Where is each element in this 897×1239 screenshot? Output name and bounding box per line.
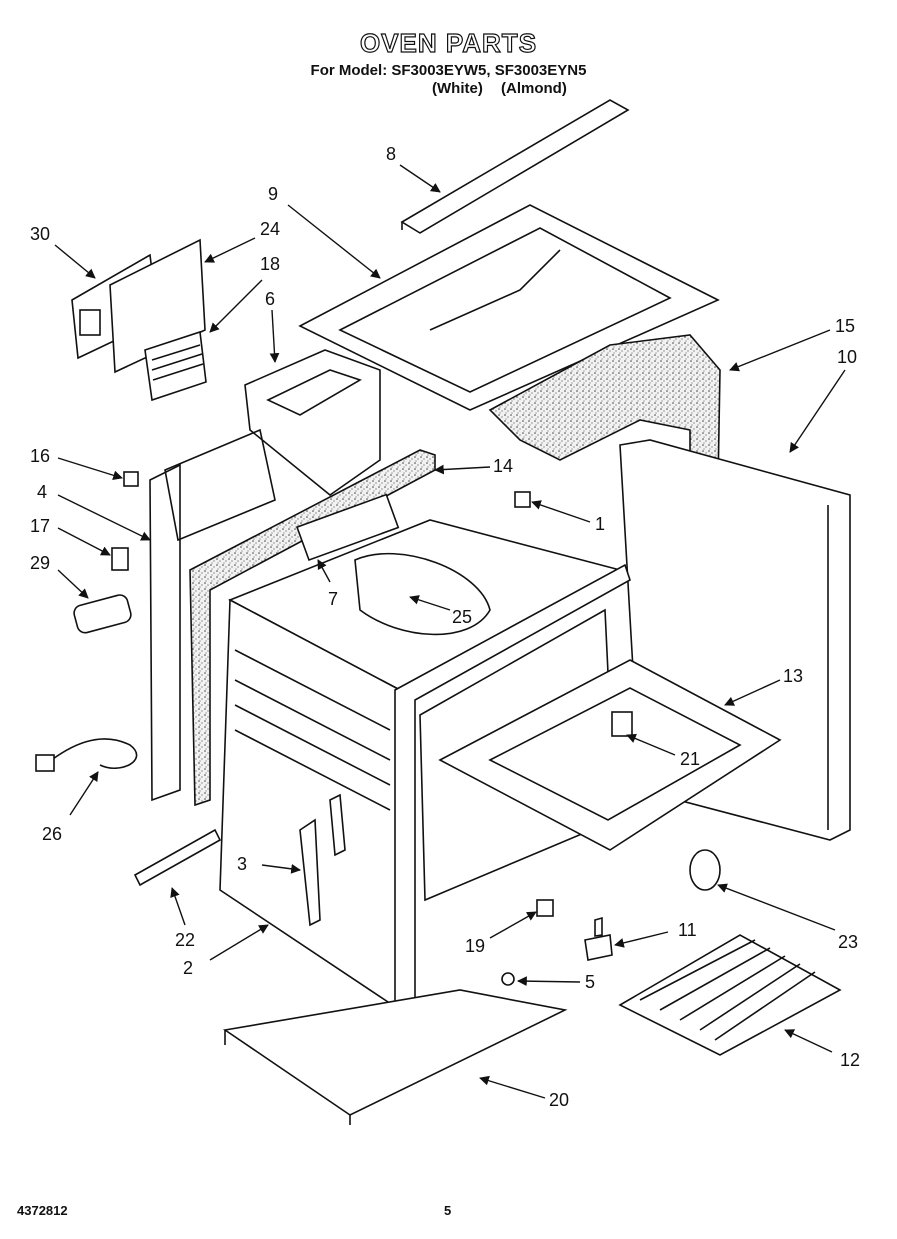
leader-21 <box>626 733 676 756</box>
leader-6 <box>269 309 280 363</box>
callout-9: 9 <box>268 184 278 204</box>
model-subtitle: For Model: SF3003EYW5, SF3003EYN5 <box>310 62 587 79</box>
callout-12: 12 <box>840 1050 860 1070</box>
callout-20: 20 <box>549 1090 569 1110</box>
part-7-vent <box>295 493 400 562</box>
leader-25 <box>409 595 451 611</box>
leader-22 <box>170 887 186 926</box>
part-26-power-cord <box>35 738 138 772</box>
leader-30 <box>54 244 96 279</box>
leader-16 <box>57 457 123 481</box>
callout-4: 4 <box>37 482 47 502</box>
part-8-top-strip <box>400 99 630 234</box>
callout-25: 25 <box>452 607 472 627</box>
leader-10 <box>789 369 846 453</box>
part-12-oven-rack <box>618 934 842 1056</box>
leader-9 <box>287 204 381 279</box>
part-5-screw <box>501 972 515 986</box>
page-number: 5 <box>444 1203 452 1218</box>
color-almond: (Almond) <box>501 80 567 97</box>
leader-29 <box>57 569 89 599</box>
callout-7: 7 <box>328 589 338 609</box>
leader-15 <box>729 329 831 372</box>
callout-17: 17 <box>30 516 50 536</box>
callout-26: 26 <box>42 824 62 844</box>
part-22-rail <box>133 828 222 887</box>
part-6-vent-duct <box>244 349 381 497</box>
part-23-plug <box>689 849 721 891</box>
part-13-oven-bottom <box>438 659 782 851</box>
leader-19 <box>489 911 537 939</box>
callout-10: 10 <box>837 347 857 367</box>
part-21-pad <box>611 711 633 737</box>
leader-11 <box>614 931 669 948</box>
callout-19: 19 <box>465 936 485 956</box>
leader-26 <box>69 771 99 816</box>
leader-13 <box>724 679 781 706</box>
part-4-side-panel <box>149 428 276 802</box>
callout-30: 30 <box>30 224 50 244</box>
callout-3: 3 <box>237 854 247 874</box>
part-1-clip <box>514 491 531 508</box>
part-29-button <box>73 594 132 634</box>
part-11-leveler <box>584 916 613 961</box>
page-title: OVEN PARTS <box>359 27 538 58</box>
callout-6: 6 <box>265 289 275 309</box>
leader-17 <box>57 527 111 556</box>
leader-24 <box>204 237 256 263</box>
callout-18: 18 <box>260 254 280 274</box>
callout-14: 14 <box>493 456 513 476</box>
part-20-base-plate <box>222 989 568 1125</box>
leader-12 <box>784 1029 833 1053</box>
callout-5: 5 <box>585 972 595 992</box>
leader-20 <box>479 1075 546 1099</box>
leader-2 <box>209 924 269 961</box>
callout-1: 1 <box>595 514 605 534</box>
callout-22: 22 <box>175 930 195 950</box>
part-18-panel <box>144 330 207 402</box>
part-17-bracket <box>111 547 129 571</box>
part-19-clip <box>536 899 554 917</box>
leader-4 <box>57 494 151 541</box>
part-16-clip <box>123 471 139 487</box>
callout-23: 23 <box>838 932 858 952</box>
callout-21: 21 <box>680 749 700 769</box>
leader-7 <box>317 559 331 583</box>
leader-1 <box>531 500 591 523</box>
document-number: 4372812 <box>17 1203 68 1218</box>
leader-8 <box>399 164 441 193</box>
callout-2: 2 <box>183 958 193 978</box>
leader-18 <box>209 279 263 333</box>
callout-13: 13 <box>783 666 803 686</box>
callout-11: 11 <box>678 920 697 940</box>
color-white: (White) <box>432 80 483 97</box>
leader-3 <box>261 863 301 874</box>
leader-14 <box>434 464 491 475</box>
color-variants: (White) (Almond) <box>432 80 581 97</box>
part-25-heat-shield <box>354 552 491 636</box>
callout-24: 24 <box>260 219 280 239</box>
part-9-top-frame <box>298 204 720 411</box>
callout-16: 16 <box>30 446 50 466</box>
leader-23 <box>717 883 836 931</box>
callout-29: 29 <box>30 553 50 573</box>
part-3-element <box>299 793 346 927</box>
callout-15: 15 <box>835 316 855 336</box>
leader-5 <box>517 976 581 987</box>
callout-8: 8 <box>386 144 396 164</box>
